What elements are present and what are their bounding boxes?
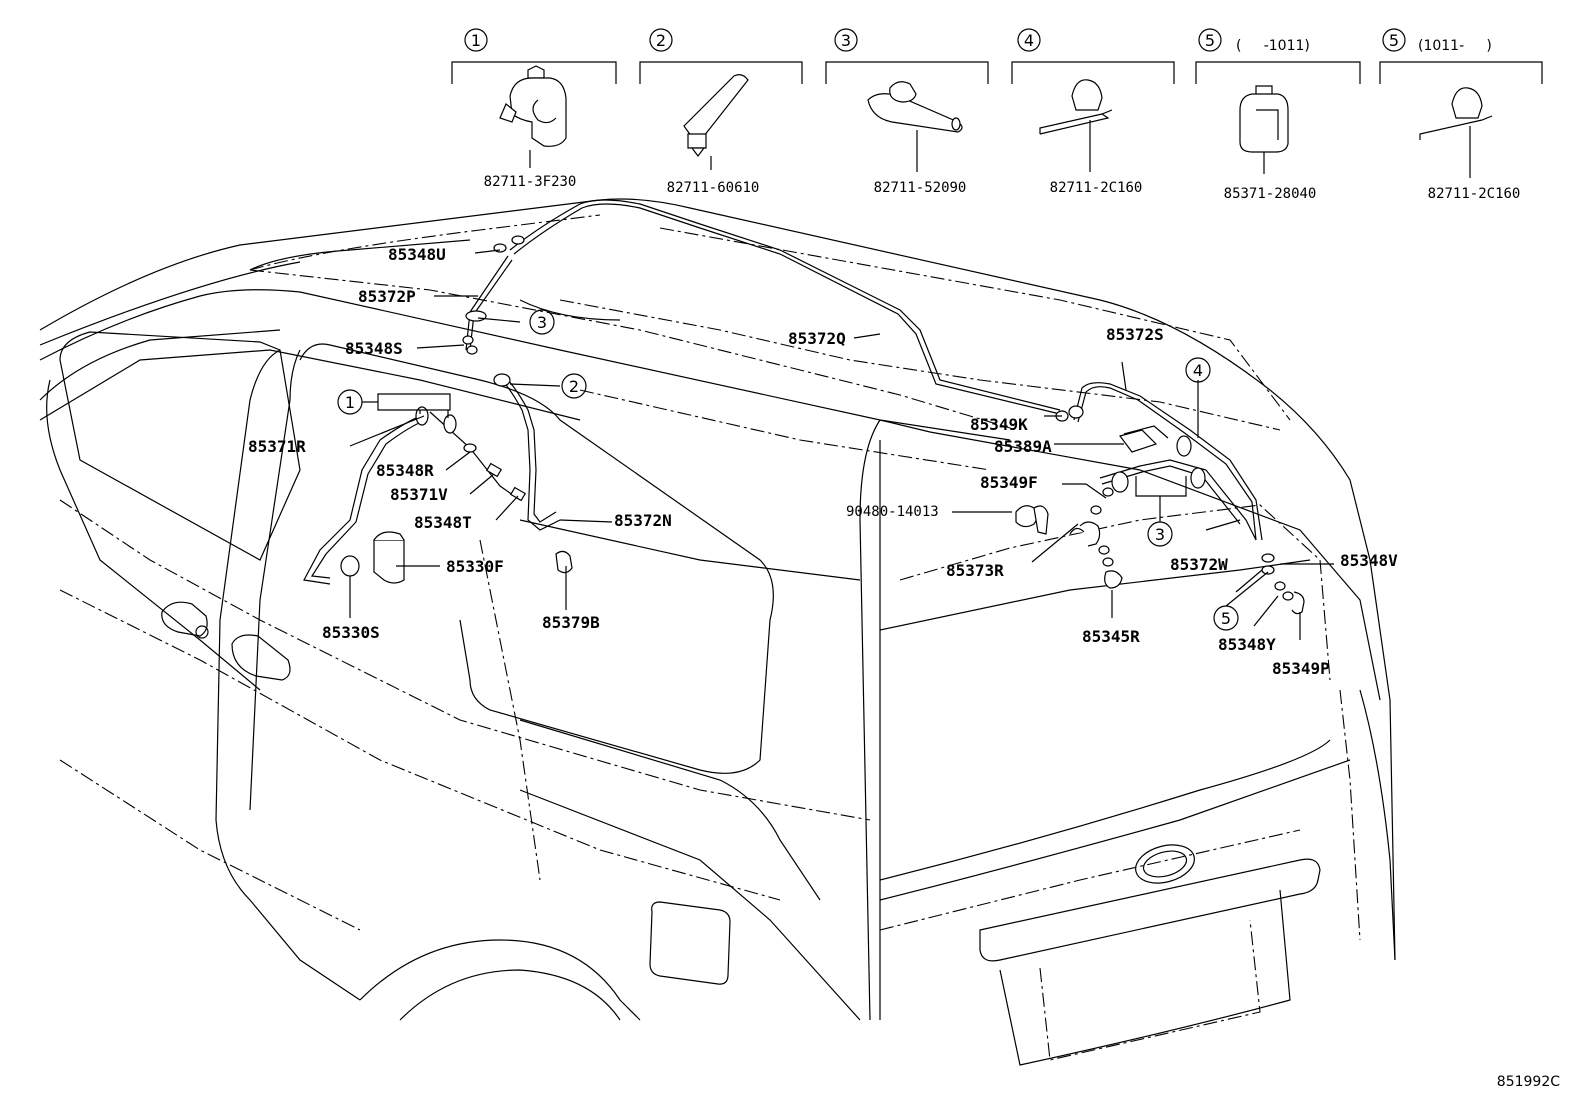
callout-4-number: 4 xyxy=(1193,361,1203,380)
callout-2-number: 2 xyxy=(569,377,579,396)
label-85371V: 85371V xyxy=(390,485,448,504)
header-part-5b: 5 (1011- ) 82711-2C160 xyxy=(1379,28,1543,202)
callout-5: 5 xyxy=(1213,605,1239,631)
label-85348R: 85348R xyxy=(376,461,434,480)
header-part-3-number: 3 xyxy=(841,31,851,50)
header-part-1-number-label: 82711-3F230 xyxy=(484,174,577,190)
callout-3-top-number: 3 xyxy=(537,313,547,332)
label-85371R: 85371R xyxy=(248,437,306,456)
door-handle xyxy=(231,634,291,681)
label-85349P: 85349P xyxy=(1272,659,1330,678)
door-handle xyxy=(161,601,209,639)
header-part-5b-note: (1011- ) xyxy=(1418,38,1492,54)
header-part-2-number: 2 xyxy=(656,31,666,50)
callout-5-number: 5 xyxy=(1221,609,1231,628)
label-85330S: 85330S xyxy=(322,623,380,642)
header-part-1-number: 1 xyxy=(471,31,481,50)
callout-1: 1 xyxy=(337,389,363,415)
clip-icon xyxy=(1419,87,1493,140)
header-part-1: 1 82711-3F230 xyxy=(451,28,617,190)
label-85373R: 85373R xyxy=(946,561,1004,580)
header-part-4: 4 82711-2C160 xyxy=(1011,28,1175,196)
label-85330F: 85330F xyxy=(446,557,504,576)
label-90480-14013: 90480-14013 xyxy=(846,504,939,520)
figure-reference: 851992C xyxy=(1497,1074,1560,1090)
header-part-5a-number: 5 xyxy=(1205,31,1215,50)
callout-3-rear: 3 xyxy=(1147,521,1173,547)
label-85348T: 85348T xyxy=(414,513,472,532)
clip-icon xyxy=(683,74,749,157)
header-part-4-number-label: 82711-2C160 xyxy=(1050,180,1143,196)
label-85372N: 85372N xyxy=(614,511,672,530)
header-part-2-number-label: 82711-60610 xyxy=(667,180,760,196)
header-part-3: 3 82711-52090 xyxy=(825,28,989,196)
clip-icon xyxy=(1239,85,1289,153)
label-85348V: 85348V xyxy=(1340,551,1398,570)
header-part-3-number-label: 82711-52090 xyxy=(874,180,967,196)
clip-icon xyxy=(1039,79,1113,135)
vehicle-body xyxy=(39,198,1396,1066)
leader-lines xyxy=(349,249,1334,640)
label-85348Y: 85348Y xyxy=(1218,635,1276,654)
callout-circles: 3 2 1 4 3 5 xyxy=(337,309,1239,631)
header-part-5b-number-label: 82711-2C160 xyxy=(1428,186,1521,202)
label-85345R: 85345R xyxy=(1082,627,1140,646)
label-85348S: 85348S xyxy=(345,339,403,358)
part-labels: 85348U 85372P 85348S 85372Q 85372S 85349… xyxy=(248,245,1398,678)
label-85372W: 85372W xyxy=(1170,555,1228,574)
callout-3-rear-number: 3 xyxy=(1155,525,1165,544)
clip-icon xyxy=(499,65,567,147)
header-part-5a-note: ( -1011) xyxy=(1236,38,1310,54)
label-85372P: 85372P xyxy=(358,287,416,306)
header-part-5a: 5 ( -1011) 85371-28040 xyxy=(1195,28,1361,202)
callout-3-top: 3 xyxy=(529,309,555,335)
label-85348U: 85348U xyxy=(388,245,446,264)
clip-icon xyxy=(867,81,963,133)
label-85349F: 85349F xyxy=(980,473,1038,492)
callout-4: 4 xyxy=(1185,357,1211,383)
header-part-2: 2 82711-60610 xyxy=(639,28,803,196)
header-part-4-number: 4 xyxy=(1024,31,1034,50)
label-85349K: 85349K xyxy=(970,415,1028,434)
label-85372S: 85372S xyxy=(1106,325,1164,344)
header-part-5b-number: 5 xyxy=(1389,31,1399,50)
callout-2: 2 xyxy=(561,373,587,399)
label-85379B: 85379B xyxy=(542,613,600,632)
header-part-5a-number-label: 85371-28040 xyxy=(1224,186,1317,202)
label-85372Q: 85372Q xyxy=(788,329,846,348)
label-85389A: 85389A xyxy=(994,437,1052,456)
callout-1-number: 1 xyxy=(345,393,355,412)
